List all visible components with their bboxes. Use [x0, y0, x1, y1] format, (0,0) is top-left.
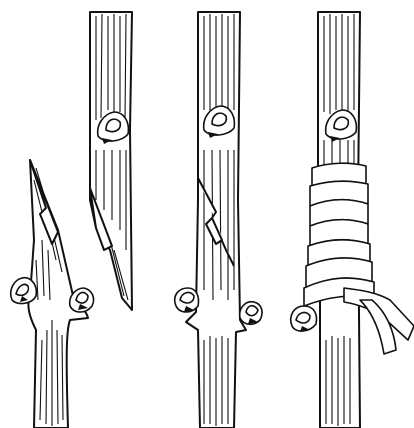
- rootstock-bud-right: [70, 288, 94, 312]
- panel-joined: [175, 12, 262, 428]
- joined-bud-left: [175, 288, 199, 312]
- panel-rootstock: [11, 160, 94, 428]
- wrapped-bud-left: [291, 306, 317, 332]
- joined-bud-right: [240, 302, 262, 325]
- panel-scion: [90, 12, 132, 310]
- panel-wrapped: [291, 12, 414, 428]
- rootstock-bud-left: [11, 278, 37, 304]
